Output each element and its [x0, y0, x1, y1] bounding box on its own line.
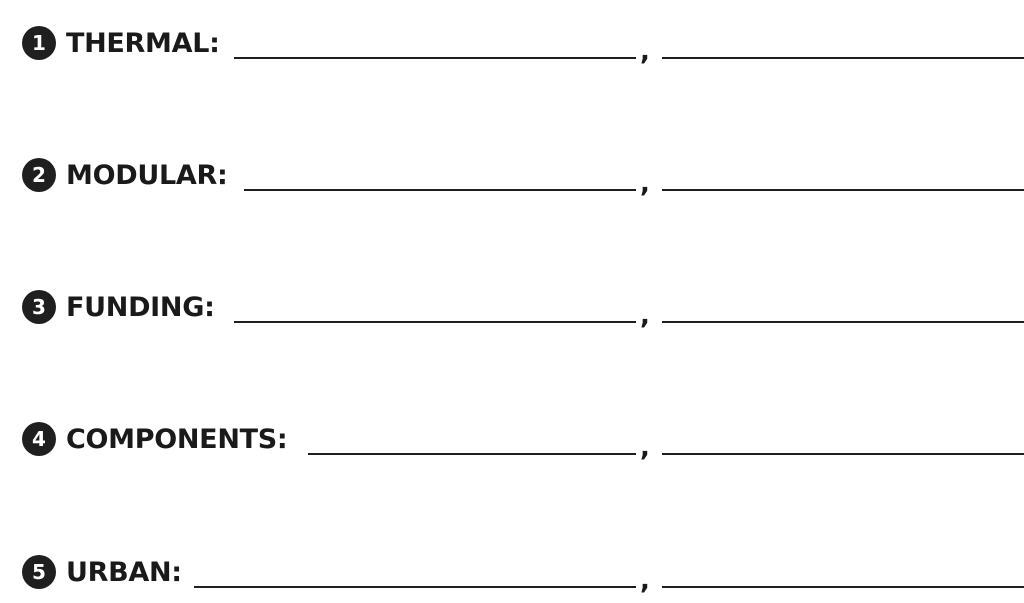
row-label: THERMAL: [66, 28, 220, 59]
answer-blank-1[interactable] [234, 321, 636, 323]
fill-in-row-modular: 2 MODULAR: , [22, 156, 1024, 200]
separator-comma: , [640, 301, 650, 331]
answer-blank-1[interactable] [194, 586, 636, 588]
separator-comma: , [640, 433, 650, 463]
answer-blank-2[interactable] [662, 189, 1024, 191]
number-badge: 4 [22, 422, 56, 456]
answer-blank-2[interactable] [662, 586, 1024, 588]
row-label: URBAN: [66, 557, 182, 588]
answer-blank-2[interactable] [662, 321, 1024, 323]
number-badge: 2 [22, 158, 56, 192]
fill-in-row-components: 4 COMPONENTS: , [22, 420, 1024, 464]
answer-blank-1[interactable] [244, 189, 636, 191]
separator-comma: , [640, 37, 650, 67]
separator-comma: , [640, 169, 650, 199]
number-badge: 1 [22, 26, 56, 60]
fill-in-row-thermal: 1 THERMAL: , [22, 24, 1024, 68]
number-badge: 3 [22, 290, 56, 324]
row-label: MODULAR: [66, 160, 228, 191]
row-label: COMPONENTS: [66, 424, 288, 455]
answer-blank-2[interactable] [662, 57, 1024, 59]
fill-in-row-urban: 5 URBAN: , [22, 553, 1024, 597]
fill-in-row-funding: 3 FUNDING: , [22, 288, 1024, 332]
row-label: FUNDING: [66, 292, 215, 323]
answer-blank-1[interactable] [234, 57, 636, 59]
number-badge: 5 [22, 555, 56, 589]
answer-blank-1[interactable] [308, 453, 636, 455]
answer-blank-2[interactable] [662, 453, 1024, 455]
separator-comma: , [640, 566, 650, 596]
